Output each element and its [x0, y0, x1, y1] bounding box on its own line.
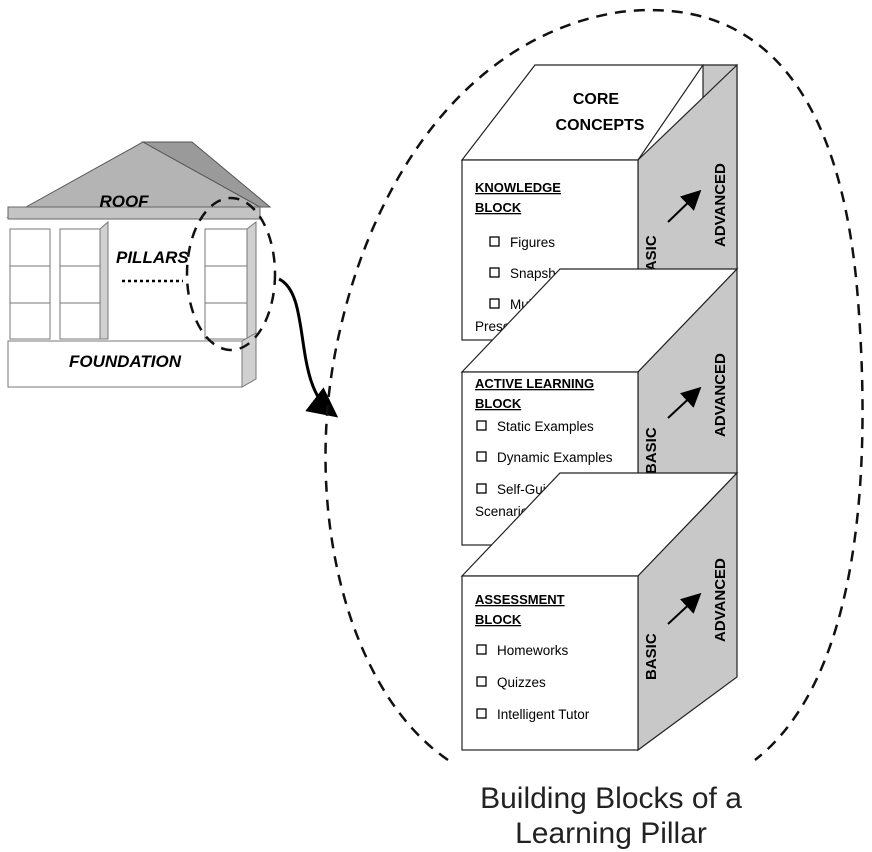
- assessment-basic-label: BASIC: [643, 633, 660, 680]
- assessment-title-1: ASSESSMENT: [475, 592, 565, 607]
- knowledge-progress-arrow: [667, 189, 702, 223]
- assessment-advanced-label: ADVANCED: [712, 558, 729, 642]
- knowledge-title-1: KNOWLEDGE: [475, 180, 561, 195]
- roof-label: ROOF: [99, 192, 149, 211]
- active-item-2: Dynamic Examples: [497, 450, 613, 465]
- foundation-shape: [7, 340, 243, 388]
- caption-line-2: Learning Pillar: [515, 817, 707, 850]
- assessment-block: ASSESSMENT BLOCK Homeworks Quizzes Intel…: [460, 471, 739, 752]
- assessment-progress-arrow: [667, 592, 702, 625]
- knowledge-advanced-label: ADVANCED: [712, 163, 729, 247]
- pillar-left-2: [59, 220, 109, 340]
- assessment-item-1: Homeworks: [497, 643, 569, 658]
- active-progress-arrow: [667, 386, 702, 419]
- assessment-item-2: Quizzes: [497, 675, 546, 690]
- foundation-label: FOUNDATION: [69, 352, 182, 371]
- knowledge-item-1: Figures: [510, 235, 555, 250]
- pillar-right: [204, 220, 257, 340]
- pillar-ellipse: [324, 8, 864, 762]
- core-label-1: CORE: [573, 91, 620, 108]
- assessment-title-2: BLOCK: [475, 612, 522, 627]
- focus-ellipse: [185, 196, 277, 352]
- active-title-2: BLOCK: [475, 396, 522, 411]
- zoom-arrow: [278, 277, 339, 418]
- caption-line-1: Building Blocks of a: [480, 782, 742, 815]
- active-item-1: Static Examples: [497, 419, 594, 434]
- pillars-label: PILLARS: [116, 248, 189, 267]
- active-advanced-label: ADVANCED: [712, 353, 729, 437]
- knowledge-title-2: BLOCK: [475, 200, 522, 215]
- roof-base: [7, 206, 261, 220]
- assessment-item-3: Intelligent Tutor: [497, 707, 590, 722]
- active-basic-label: BASIC: [643, 427, 660, 474]
- pillar-left-1: [9, 228, 51, 340]
- roof-side: [141, 141, 272, 208]
- active-title-1: ACTIVE LEARNING: [475, 376, 594, 391]
- core-label-2: CONCEPTS: [556, 117, 645, 134]
